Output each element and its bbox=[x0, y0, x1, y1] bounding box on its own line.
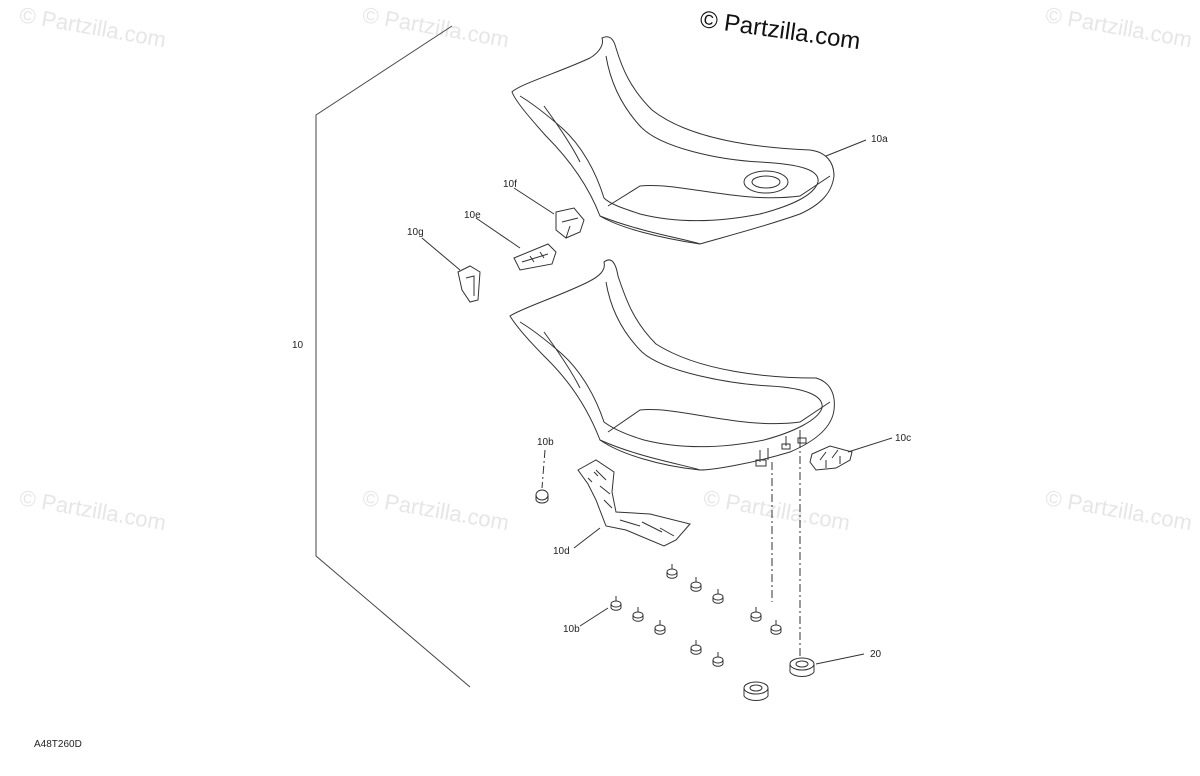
seat-base-lower bbox=[509, 259, 835, 471]
callout-10e: 10e bbox=[464, 210, 481, 221]
callout-10: 10 bbox=[292, 340, 304, 351]
grommet-10b-upper bbox=[535, 489, 549, 504]
seat-logo-emblem bbox=[743, 170, 789, 194]
receptacle-20 bbox=[743, 657, 815, 701]
callout-10c: 10c bbox=[895, 433, 912, 444]
seat-cover-upper bbox=[511, 36, 835, 245]
callout-10f: 10f bbox=[503, 179, 517, 190]
foam-pad-10d bbox=[577, 459, 691, 547]
callout-10b: 10b bbox=[563, 624, 580, 635]
assembly-bracket bbox=[315, 25, 471, 688]
callout-10g: 10g bbox=[407, 227, 424, 238]
grommet-group-10b bbox=[610, 564, 782, 667]
callout-10d: 10d bbox=[553, 546, 570, 557]
bracket-10g bbox=[457, 265, 481, 303]
latch-10c bbox=[809, 445, 853, 471]
bracket-10f bbox=[555, 207, 585, 239]
callout-10a: 10a bbox=[871, 134, 888, 145]
callout-20: 20 bbox=[870, 649, 882, 660]
callout-10b: 10b bbox=[537, 437, 554, 448]
bracket-10e bbox=[513, 243, 557, 271]
diagram-code: A48T260D bbox=[34, 739, 82, 750]
